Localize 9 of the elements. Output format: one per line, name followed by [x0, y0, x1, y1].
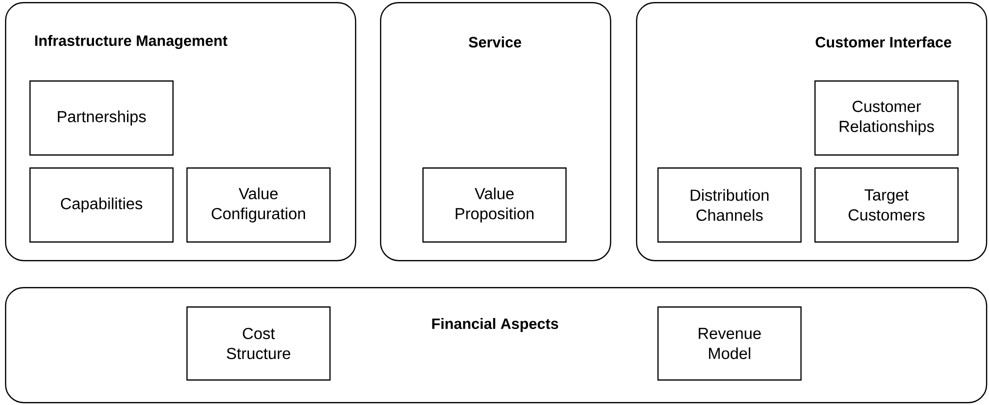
- component-box: Customer Relationships: [814, 80, 959, 156]
- component-box: Cost Structure: [186, 306, 331, 381]
- component-box: Target Customers: [814, 167, 959, 243]
- component-box: Value Configuration: [186, 167, 331, 243]
- component-box: Value Proposition: [422, 167, 567, 243]
- component-box: Capabilities: [29, 167, 174, 243]
- component-box: Partnerships: [29, 80, 174, 156]
- component-box: Distribution Channels: [657, 167, 802, 243]
- component-box: Revenue Model: [657, 306, 802, 381]
